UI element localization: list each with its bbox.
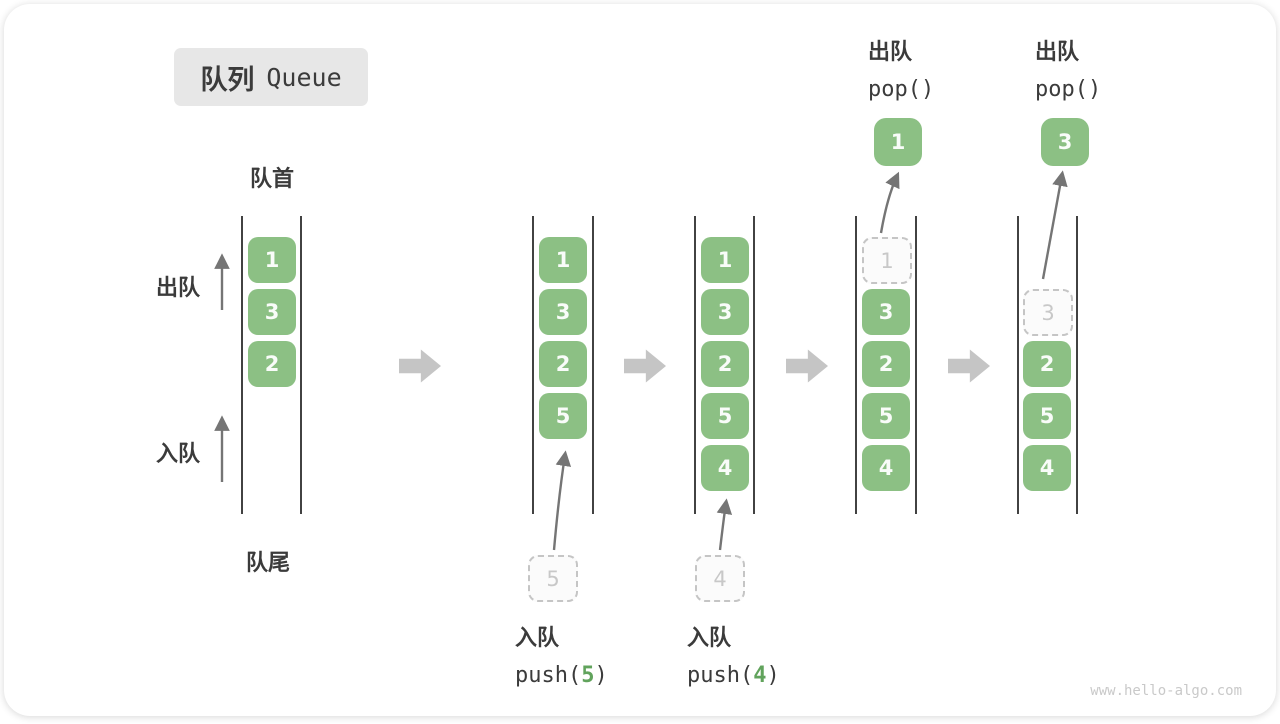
queue2-right-wall (592, 216, 594, 514)
queue5-item: 5 (1023, 393, 1071, 439)
op-push-5: 入队 push(5) (515, 620, 608, 688)
op-code-label: push(5) (515, 663, 608, 688)
queue4-item: 5 (862, 393, 910, 439)
step-arrow-icon (948, 349, 990, 383)
queue4-right-wall (915, 216, 917, 514)
queue4-left-wall (855, 216, 857, 514)
queue3-item: 3 (701, 289, 749, 335)
op-action-label: 出队 (1035, 40, 1080, 65)
pop1-arrow-icon (879, 171, 900, 234)
queue3-left-wall (694, 216, 696, 514)
code-arg: 5 (581, 663, 595, 688)
queue1-left-wall (241, 216, 243, 514)
code-post: ) (594, 663, 608, 688)
label-queue-rear: 队尾 (245, 551, 290, 576)
title-box: 队列 Queue (174, 48, 368, 106)
op-pop-1: 出队 pop() (868, 34, 934, 102)
op-action-label: 入队 (515, 626, 560, 651)
op-code-label: pop() (868, 77, 935, 102)
push5-arrow-icon (552, 450, 572, 551)
op-action-label: 入队 (687, 626, 732, 651)
code-pre: push( (515, 663, 582, 688)
queue4-item: 4 (862, 445, 910, 491)
queue4-item: 2 (862, 341, 910, 387)
push4-arrow-icon (716, 498, 733, 551)
queue5-left-wall (1017, 216, 1019, 514)
code-arg: 4 (753, 663, 767, 688)
diagram-card: 队列 Queue 队首 队尾 出队 入队 1 3 2 1 3 2 5 5 1 3… (4, 4, 1276, 716)
queue1-item: 1 (248, 237, 296, 283)
op-pop-2: 出队 pop() (1035, 34, 1101, 102)
queue1-item: 3 (248, 289, 296, 335)
code-pre: push( (687, 663, 754, 688)
watermark: www.hello-algo.com (1090, 683, 1242, 699)
pop3-arrow-icon (1041, 170, 1068, 280)
queue3-right-wall (753, 216, 755, 514)
code-post: ) (766, 663, 780, 688)
label-enqueue-side: 入队 (156, 442, 201, 467)
queue5-item: 4 (1023, 445, 1071, 491)
queue2-incoming-item: 5 (528, 555, 578, 602)
queue5-popped-item: 3 (1041, 118, 1089, 166)
queue2-item: 5 (539, 393, 587, 439)
queue1-right-wall (300, 216, 302, 514)
queue3-incoming-item: 4 (695, 555, 745, 602)
queue4-item: 3 (862, 289, 910, 335)
op-code-label: pop() (1035, 77, 1102, 102)
queue5-item: 2 (1023, 341, 1071, 387)
title-en: Queue (266, 62, 342, 92)
op-push-4: 入队 push(4) (687, 620, 780, 688)
queue3-item: 4 (701, 445, 749, 491)
op-action-label: 出队 (868, 40, 913, 65)
queue2-item: 1 (539, 237, 587, 283)
step-arrow-icon (399, 349, 441, 383)
queue3-item: 2 (701, 341, 749, 387)
title-zh: 队列 (200, 64, 255, 96)
queue5-right-wall (1076, 216, 1078, 514)
queue4-popped-item: 1 (874, 118, 922, 166)
step-arrow-icon (786, 349, 828, 383)
queue3-item: 5 (701, 393, 749, 439)
queue2-item: 2 (539, 341, 587, 387)
queue2-item: 3 (539, 289, 587, 335)
queue5-popped-slot: 3 (1023, 289, 1073, 336)
queue4-popped-slot: 1 (862, 237, 912, 284)
op-code-label: push(4) (687, 663, 780, 688)
label-dequeue-side: 出队 (156, 276, 201, 301)
queue2-left-wall (532, 216, 534, 514)
step-arrow-icon (624, 349, 666, 383)
label-queue-front: 队首 (249, 167, 294, 192)
queue3-item: 1 (701, 237, 749, 283)
queue1-item: 2 (248, 341, 296, 387)
